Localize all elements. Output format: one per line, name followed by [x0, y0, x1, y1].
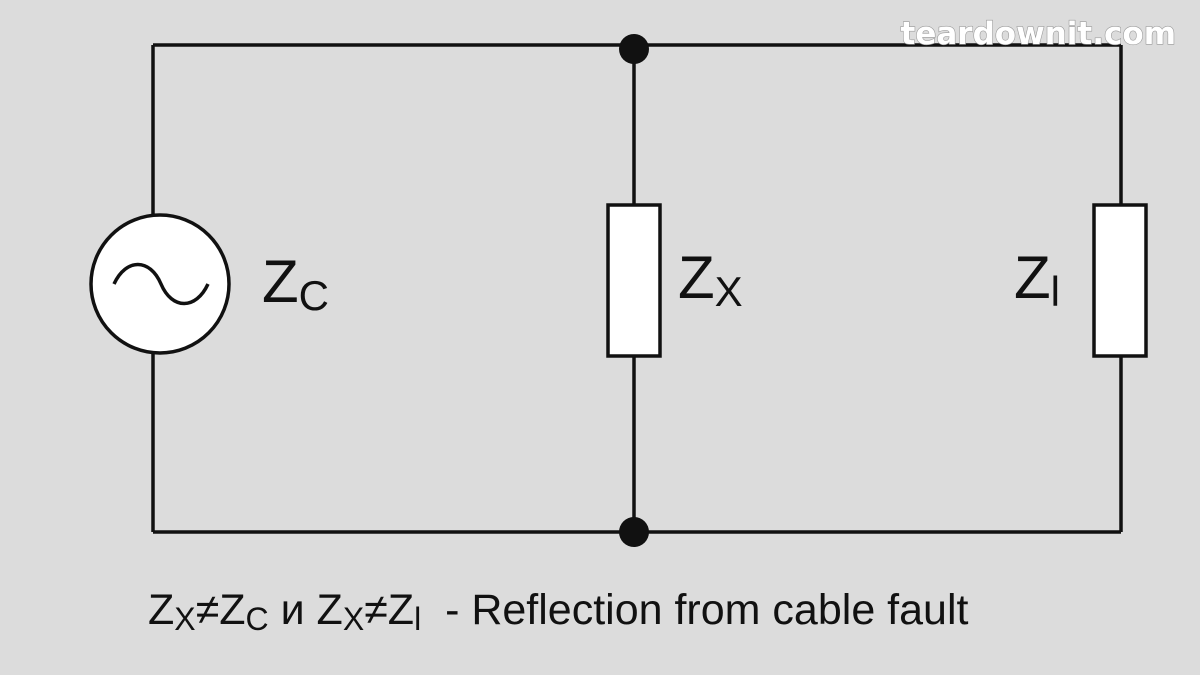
- caption-z3: Z: [317, 586, 343, 634]
- fault-impedance-label: ZX: [678, 244, 743, 315]
- caption-c: C: [246, 601, 269, 637]
- caption-text: ZX≠ZC и ZX≠Zl - Reflection from cable fa…: [148, 586, 969, 637]
- ac-source-icon: [89, 213, 231, 355]
- junction-dot-icon-top: [619, 34, 649, 64]
- fault-label-sub: X: [715, 268, 743, 315]
- sine-wave-icon: [112, 262, 210, 306]
- resistor-icon-fault: [606, 203, 662, 358]
- load-label-main: Z: [1014, 244, 1051, 311]
- caption-x2: X: [343, 601, 364, 637]
- caption-z4: Z: [388, 586, 414, 634]
- source-label-main: Z: [262, 248, 299, 315]
- caption-z2: Z: [219, 586, 245, 634]
- load-impedance-label: Zl: [1014, 244, 1060, 315]
- watermark-text: teardownit.com: [901, 16, 1176, 52]
- caption-z1: Z: [148, 586, 174, 634]
- caption-conj: и: [269, 586, 317, 634]
- caption-neq2: ≠: [364, 586, 388, 634]
- junction-dot-icon-bottom: [619, 517, 649, 547]
- source-impedance-label: ZC: [262, 248, 329, 319]
- load-label-sub: l: [1051, 268, 1060, 315]
- caption-rest: - Reflection from cable fault: [421, 586, 968, 634]
- source-label-sub: C: [299, 272, 329, 319]
- fault-label-main: Z: [678, 244, 715, 311]
- resistor-icon-load: [1092, 203, 1148, 358]
- caption-l: l: [414, 601, 421, 637]
- caption-neq1: ≠: [196, 586, 220, 634]
- caption-x1: X: [174, 601, 195, 637]
